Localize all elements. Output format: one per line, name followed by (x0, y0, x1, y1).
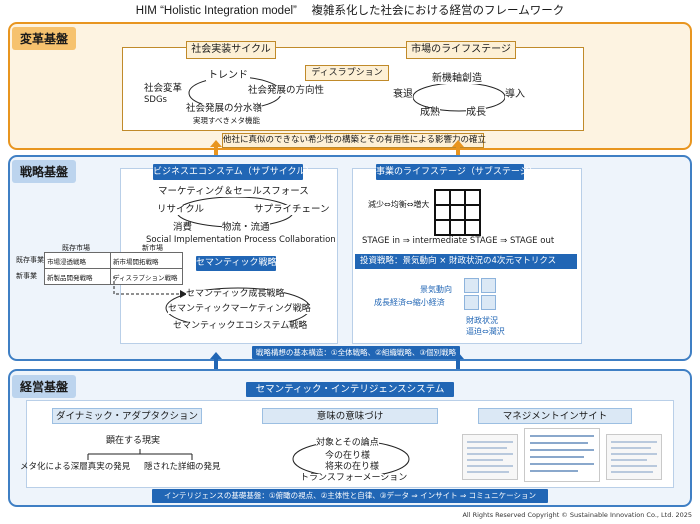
sipc-text: Social Implementation Process Collaborat… (146, 235, 336, 245)
market-life-header: 市場のライフステージ (406, 41, 516, 59)
investment-bar (355, 254, 577, 269)
intelligence-system-label: セマンティック・インテリジェンスシステム (246, 382, 454, 397)
sdgs-text: SDGs (144, 95, 167, 105)
marketing-text: マーケティング＆セールスフォース (158, 186, 309, 197)
disruption-label: ディスラプション (305, 65, 389, 81)
stage-grid (434, 189, 481, 236)
matrix-row-new: 新事業 (16, 272, 37, 280)
matrix-row-existing: 既存事業 (16, 256, 44, 264)
investment-text: 投資戦略：景気動向 × 財政状況の4次元マトリクス (360, 256, 557, 266)
transformation-inner-panel (122, 47, 584, 131)
matrix-col-new: 新市場 (142, 244, 163, 252)
strategy-structure-banner: 戦略構想の基本構造：①全体戦略、②組織戦略、③個別戦略 (252, 346, 460, 359)
matrix-cell-disruption: ディスラプション戦略 (110, 268, 183, 285)
management-insight-box: マネジメントインサイト (478, 408, 632, 424)
finance-sub-text: 逼迫⇔潤沢 (466, 327, 505, 336)
eco-header: ビジネスエコシステム（サブサイクル） (153, 164, 314, 180)
page-title: HIM “Holistic Integration model” 複雑系化した社… (135, 5, 565, 17)
direction-text: 社会発展の方向性 (248, 85, 325, 96)
insight-thumb-right (606, 434, 662, 480)
stage-flow-text: STAGE in ⇒ intermediate STAGE ⇒ STAGE ou… (362, 236, 555, 246)
hidden-detail-text: 隠された詳細の発見 (144, 462, 221, 472)
new-axis-text: 新機軸創造 (430, 73, 484, 84)
growth-econ-text: 成長経済⇔縮小経済 (374, 298, 445, 307)
intro-text: 導入 (505, 89, 525, 100)
transformation-bottom-banner: 他社に真似のできない希少性の構築とその有用性による影響力の確立 (222, 133, 486, 148)
arrow-up-left2-icon (210, 352, 222, 378)
arrow-up-left-icon (210, 140, 222, 162)
economy-text: 景気動向 (420, 285, 452, 294)
intelligence-base-banner: インテリジェンスの基礎基盤：①俯瞰の視点、②主体性と自律、③データ ⇒ インサイ… (152, 489, 548, 503)
object-issue-text: 対象とその論点 (316, 438, 379, 448)
marketing-strategy-text: セマンティックマーケティング戦略 (168, 304, 311, 314)
logistics-text: 物流・流通 (222, 222, 270, 233)
meta-function-text: 実現すべきメタ機能 (193, 116, 260, 125)
trend-text: トレンド (206, 70, 250, 81)
insight-thumb-left (462, 434, 518, 480)
meaning-box: 意味の意味づけ (262, 408, 438, 424)
strategy-label: 戦略基盤 (12, 160, 77, 183)
social-change-text: 社会変革 (144, 83, 183, 94)
insight-thumb-center (524, 428, 600, 482)
meta-deep-text: メタ化による深層真実の発見 (20, 462, 131, 472)
ecosystem-strategy-text: セマンティックエコシステム戦略 (173, 321, 308, 331)
matrix-cell-penetration: 市場浸透戦略 (44, 252, 111, 269)
stage-header: 事業のライフステージ（サブステージ） (376, 164, 538, 180)
future-text: 将来の在り様 (325, 462, 380, 472)
market-matrix: 市場浸透戦略 新市場開拓戦略 新製品開発戦略 ディスラプション戦略 (44, 252, 183, 285)
growth-strategy-text: セマンティック成長戦略 (186, 289, 285, 299)
dynamic-adaptation-box: ダイナミック・アダプタクション (52, 408, 202, 424)
management-label: 経営基盤 (12, 375, 77, 398)
maturity-text: 成熟 (420, 107, 440, 118)
social-cycle-header: 社会実装サイクル (186, 41, 276, 59)
semantic-strategy-label: セマンティック戦略 (196, 256, 276, 271)
arrow-up-right-icon (452, 140, 464, 162)
present-text: 今の在り様 (325, 451, 371, 461)
transformation-label: 変革基盤 (12, 27, 77, 50)
decline-text: 衰退 (393, 89, 413, 100)
investment-grid (464, 278, 496, 310)
arrow-up-right2-icon (452, 352, 464, 378)
growth-text: 成長 (466, 107, 486, 118)
reality-tree (87, 449, 193, 460)
matrix-col-existing: 既存市場 (62, 244, 90, 252)
transformation-text: トランスフォーメーション (300, 473, 408, 483)
copyright-footer: All Rights Reserved Copyright © Sustaina… (462, 511, 692, 519)
explicit-reality-text: 顕在する現実 (106, 436, 161, 446)
watershed-text: 社会発展の分水嶺 (186, 103, 263, 114)
recycle-text: リサイクル (157, 204, 205, 215)
finance-text: 財政状況 (466, 316, 498, 325)
consume-text: 消費 (173, 222, 193, 233)
decrease-text: 減少⇔均衡⇔増大 (368, 200, 430, 209)
supply-chain-text: サプライチェーン (254, 204, 330, 215)
matrix-cell-market-dev: 新市場開拓戦略 (110, 252, 183, 269)
matrix-cell-product-dev: 新製品開発戦略 (44, 268, 111, 285)
